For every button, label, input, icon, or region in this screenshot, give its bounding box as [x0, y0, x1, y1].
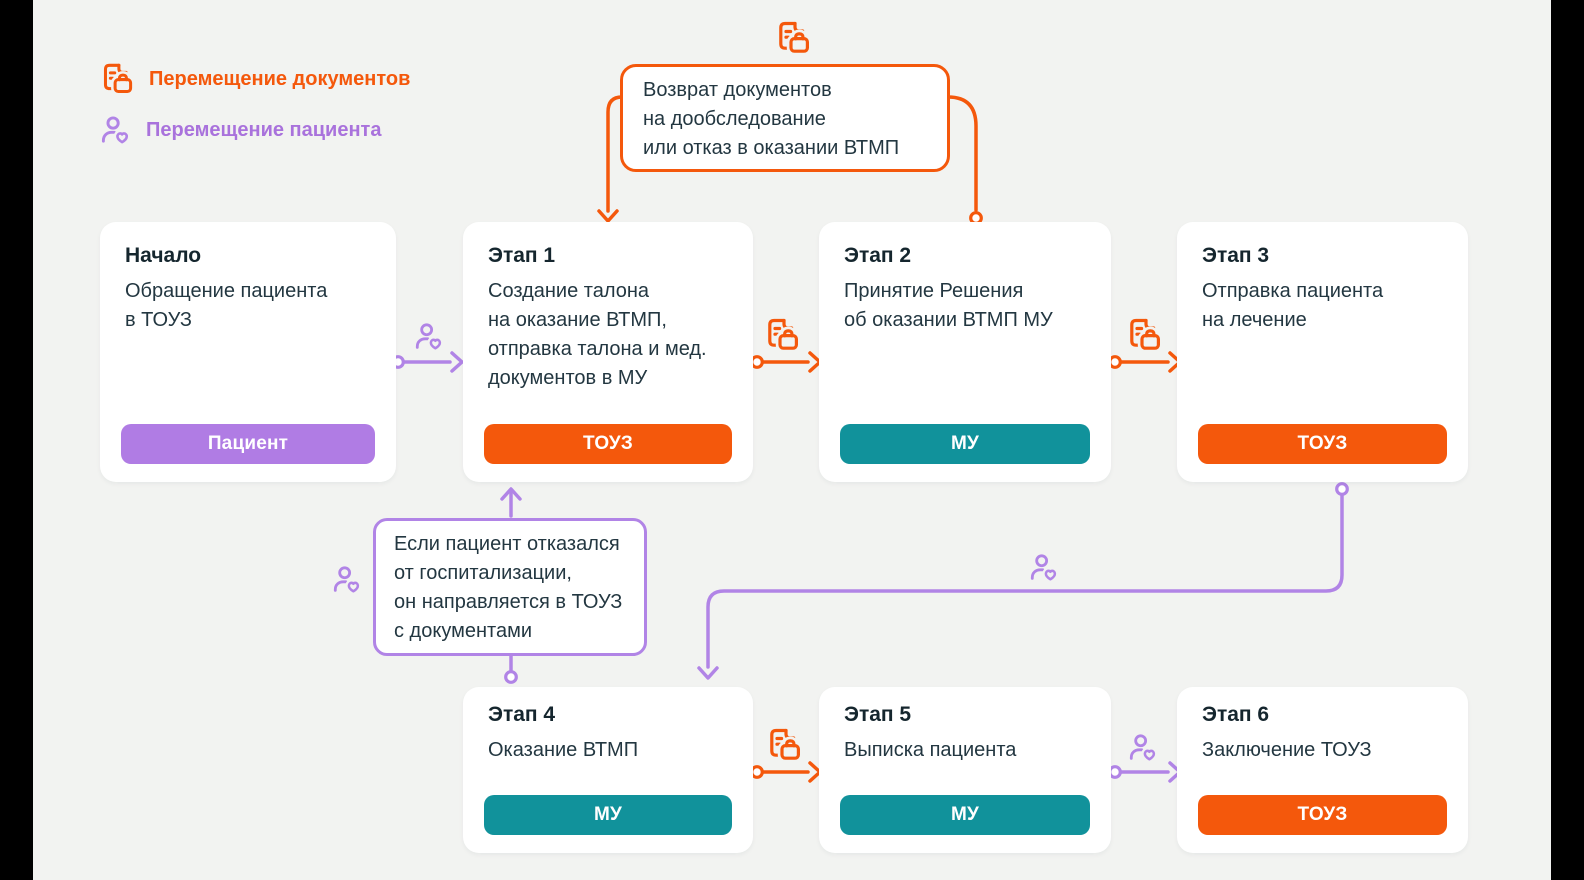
- left-black-bar: [0, 0, 33, 880]
- badge-mu: МУ: [484, 795, 732, 835]
- connector-stage5-stage6: [1108, 736, 1182, 783]
- card-stage6: Этап 6 Заключение ТОУЗ ТОУЗ: [1177, 687, 1468, 853]
- connector-stage3-stage4: [697, 482, 1349, 680]
- card-body: Заключение ТОУЗ: [1202, 739, 1372, 761]
- card-body: Создание талона на оказание ВТМП, отправ…: [488, 280, 707, 389]
- legend-item-documents: Перемещение документов: [100, 62, 410, 96]
- connector-stage1-stage2: [750, 321, 822, 373]
- legend: Перемещение документов Перемещение пацие…: [100, 62, 410, 146]
- card-body: Отправка пациента на лечение: [1202, 280, 1384, 331]
- card-title: Этап 6: [1202, 703, 1270, 726]
- card-stage2: Этап 2 Принятие Решения об оказании ВТМП…: [819, 222, 1111, 482]
- card-body: Принятие Решения об оказании ВТМП МУ: [844, 280, 1053, 331]
- card-stage4: Этап 4 Оказание ВТМП МУ: [463, 687, 753, 853]
- connector-start-stage1: [391, 325, 464, 373]
- card-body: Оказание ВТМП: [488, 739, 639, 761]
- badge-mu: МУ: [840, 424, 1090, 464]
- connector-stage2-stage3: [1108, 321, 1182, 373]
- legend-label: Перемещение пациента: [146, 119, 382, 141]
- patient-heart-icon: [100, 115, 131, 146]
- callout-return-documents: Возврат документов на дообследование или…: [620, 64, 950, 172]
- badge-touz: ТОУЗ: [1198, 795, 1447, 835]
- card-stage1: Этап 1 Создание талона на оказание ВТМП,…: [463, 222, 753, 482]
- legend-item-patient: Перемещение пациента: [100, 115, 410, 146]
- legend-label: Перемещение документов: [149, 67, 411, 90]
- right-black-bar: [1551, 0, 1584, 880]
- badge-mu: МУ: [840, 795, 1090, 835]
- badge-patient: Пациент: [121, 424, 375, 464]
- card-start: Начало Обращение пациента в ТОУЗ Пациент: [100, 222, 396, 482]
- card-title: Этап 2: [844, 244, 912, 267]
- badge-touz: ТОУЗ: [1198, 424, 1447, 464]
- connector-stage4-stage5: [750, 731, 822, 783]
- document-briefcase-icon: [100, 62, 134, 96]
- card-title: Этап 5: [844, 703, 912, 726]
- card-title: Этап 1: [488, 244, 556, 267]
- card-body: Обращение пациента в ТОУЗ: [125, 280, 328, 331]
- card-stage5: Этап 5 Выписка пациента МУ: [819, 687, 1111, 853]
- card-title: Этап 4: [488, 703, 556, 726]
- card-title: Начало: [125, 244, 202, 267]
- callout-refusal: Если пациент отказался от госпитализации…: [373, 518, 647, 656]
- badge-touz: ТОУЗ: [484, 424, 732, 464]
- card-title: Этап 3: [1202, 244, 1270, 267]
- card-stage3: Этап 3 Отправка пациента на лечение ТОУЗ: [1177, 222, 1468, 482]
- card-body: Выписка пациента: [844, 739, 1017, 761]
